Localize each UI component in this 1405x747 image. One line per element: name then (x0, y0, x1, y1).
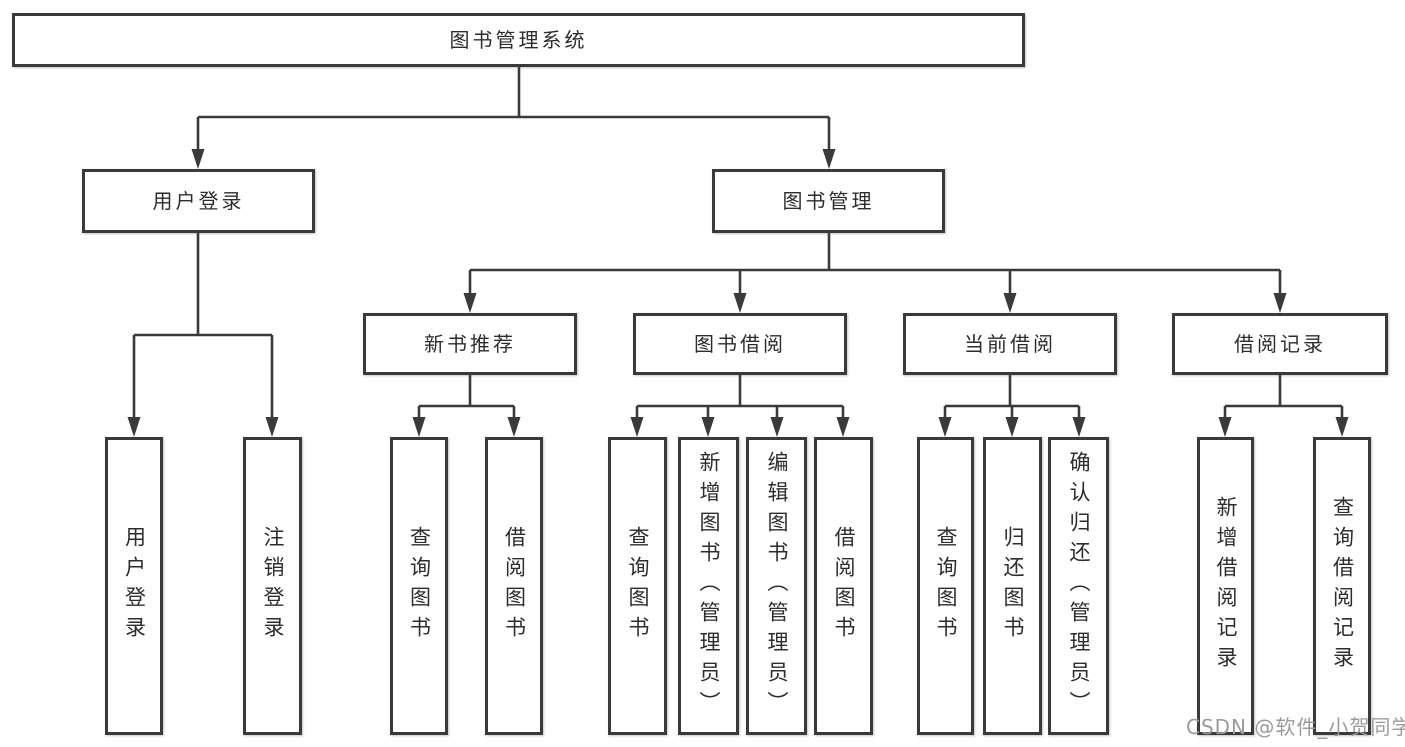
node-leaf-confirm-return-admin: 确认归还（管理员） (1048, 437, 1109, 735)
connector-borrowing-records (1223, 374, 1344, 421)
arrowhead-icon (770, 417, 784, 437)
arrowhead-icon (630, 417, 644, 437)
node-book-borrowing: 图书借阅 (633, 313, 847, 375)
node-label: 注销登录 (261, 526, 285, 646)
node-label: 借阅图书 (832, 526, 856, 646)
connector-root (196, 66, 831, 153)
node-leaf-add-books-admin: 新增图书（管理员） (678, 437, 739, 735)
node-label: 新增借阅记录 (1214, 496, 1238, 676)
node-label: 借阅记录 (1234, 332, 1326, 356)
arrowhead-icon (127, 417, 141, 437)
node-label: 当前借阅 (964, 332, 1056, 356)
watermark-text: CSDN @软件_小贺同学 (1186, 715, 1405, 739)
node-leaf-borrow-books-borrowing: 借阅图书 (814, 437, 873, 735)
connector-book-borrowing (635, 374, 845, 421)
node-label: 借阅图书 (502, 526, 527, 646)
node-label: 查询借阅记录 (1330, 496, 1355, 676)
node-label: 查询图书 (626, 526, 650, 646)
connector-new-book-recommend (417, 374, 516, 421)
arrowhead-icon (412, 417, 426, 437)
node-label: 用户登录 (122, 526, 147, 646)
arrowhead-icon (1335, 417, 1349, 437)
node-label: 图书管理系统 (449, 28, 588, 52)
node-label: 归还图书 (1001, 526, 1025, 646)
node-label: 新增图书（管理员） (697, 451, 721, 721)
node-borrowing-records: 借阅记录 (1172, 313, 1388, 375)
arrowhead-icon (265, 417, 279, 437)
node-label: 新书推荐 (424, 332, 516, 356)
node-leaf-query-books-current: 查询图书 (917, 437, 974, 735)
node-leaf-return-books: 归还图书 (983, 437, 1042, 735)
node-leaf-logout: 注销登录 (243, 437, 302, 735)
node-label: 编辑图书（管理员） (765, 451, 789, 721)
arrowhead-icon (191, 149, 205, 169)
connector-current-borrowing (943, 374, 1081, 421)
node-label: 确认归还（管理员） (1067, 451, 1091, 721)
node-label: 图书管理 (782, 189, 875, 213)
node-current-borrowing: 当前借阅 (903, 313, 1117, 375)
node-label: 查询图书 (934, 526, 958, 646)
node-book-management: 图书管理 (712, 169, 945, 233)
node-leaf-add-borrow-record: 新增借阅记录 (1197, 437, 1254, 735)
node-label: 用户登录 (152, 189, 245, 213)
arrowhead-icon (733, 293, 747, 313)
arrowhead-icon (1072, 417, 1086, 437)
node-leaf-query-borrow-record: 查询借阅记录 (1313, 437, 1371, 735)
arrowhead-icon (507, 417, 521, 437)
node-label: 图书借阅 (694, 332, 786, 356)
node-user-login: 用户登录 (82, 169, 315, 233)
arrowhead-icon (836, 417, 850, 437)
node-leaf-borrow-books-recommend: 借阅图书 (485, 437, 543, 735)
arrowhead-icon (463, 293, 477, 313)
node-leaf-query-books-recommend: 查询图书 (390, 437, 448, 735)
arrowhead-icon (938, 417, 952, 437)
arrowhead-icon (1003, 293, 1017, 313)
arrowhead-icon (1005, 417, 1019, 437)
arrowhead-icon (1273, 293, 1287, 313)
node-leaf-user-login: 用户登录 (105, 437, 163, 735)
arrowhead-icon (701, 417, 715, 437)
node-new-book-recommend: 新书推荐 (363, 313, 577, 375)
node-leaf-query-books-borrowing: 查询图书 (608, 437, 667, 735)
node-leaf-edit-books-admin: 编辑图书（管理员） (746, 437, 807, 735)
arrowhead-icon (822, 149, 836, 169)
connector-book-management (468, 232, 1282, 297)
connector-user-login (132, 232, 274, 421)
arrowhead-icon (1218, 417, 1232, 437)
node-label: 查询图书 (407, 526, 432, 646)
node-library-management-system: 图书管理系统 (12, 13, 1025, 67)
